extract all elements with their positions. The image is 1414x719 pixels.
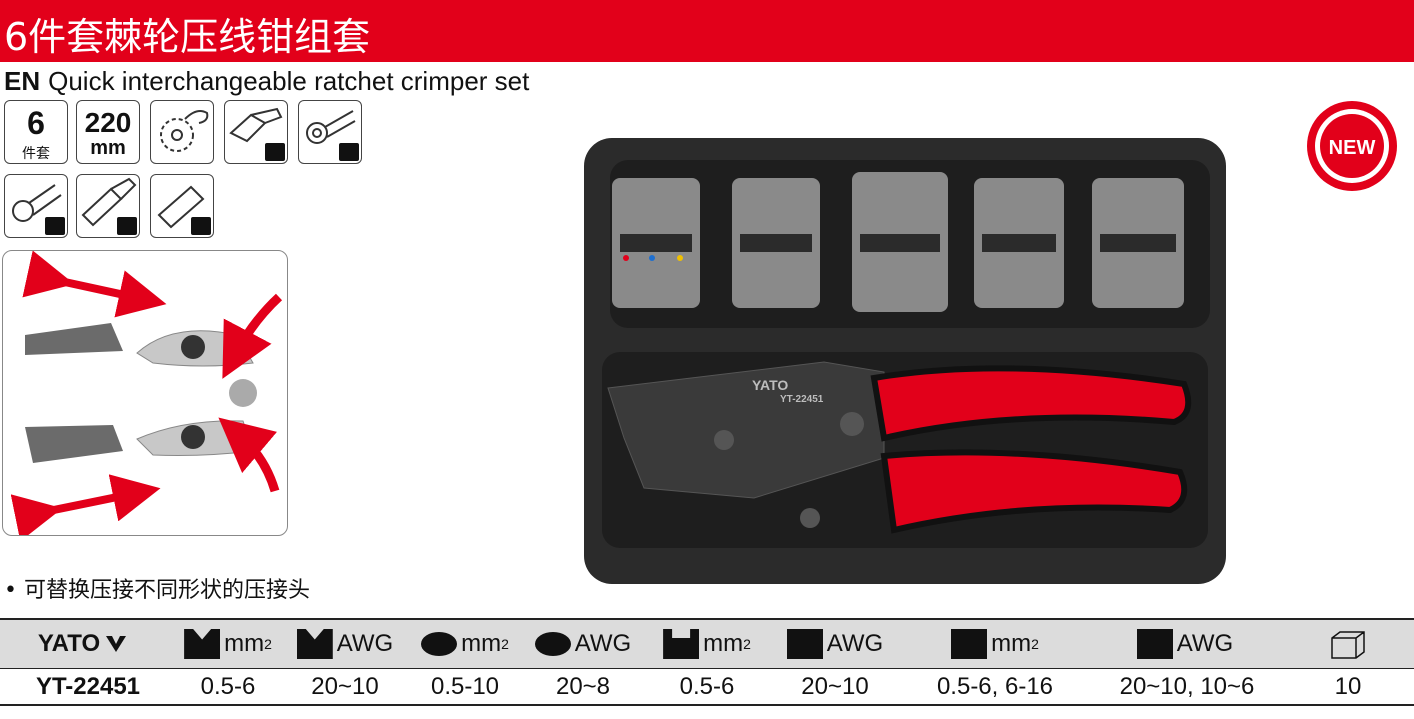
page-title: 6件套棘轮压线钳组套 (4, 15, 371, 59)
butt-connector-icon (150, 174, 214, 238)
title-bar: 6件套棘轮压线钳组套 (0, 0, 1414, 62)
length-unit: mm (90, 137, 126, 159)
value-cell: 0.5-6 (200, 673, 256, 700)
yato-logo-icon (106, 636, 127, 652)
length-tile: 220 mm (76, 100, 140, 164)
crimp-profile-a-icon (184, 629, 221, 659)
jaw-swap-diagram (2, 250, 288, 536)
crimp-profile-u-icon (117, 217, 137, 235)
case-model-label: YT-22451 (780, 394, 824, 405)
value-cell: 20~8 (555, 673, 611, 700)
crimp-profile-square-icon (191, 217, 211, 235)
value-cell: 0.5-6, 6-16 (936, 673, 1054, 700)
box-icon (1331, 631, 1365, 659)
flat-terminal-icon (224, 100, 288, 164)
ferrule-icon (76, 174, 140, 238)
set-count-unit: 件套 (22, 146, 50, 162)
ring-terminal-insulated-icon (4, 174, 68, 238)
header-col-6: AWG (780, 620, 890, 668)
header-col-9 (1320, 620, 1376, 668)
crimp-profile-u-icon (786, 629, 823, 659)
header-col-4: AWG (528, 620, 638, 668)
crimp-profile-square-icon (1136, 629, 1173, 659)
crimp-profile-u-icon (45, 217, 65, 235)
crimp-profile-a-icon (265, 143, 285, 161)
header-col-8: AWG (1128, 620, 1242, 668)
set-count: 6 (27, 105, 45, 141)
language-code: EN (4, 66, 41, 96)
feature-note: • 可替换压接不同形状的压接头 (4, 578, 310, 603)
value-cell: 0.5-6 (679, 673, 735, 700)
brand-text: YATO (37, 630, 101, 657)
ring-terminal-icon (298, 100, 362, 164)
model-cell: YT-22451 (35, 673, 141, 700)
value-cell: 20~10, 10~6 (1119, 673, 1255, 700)
case-brand-label: YATO (752, 377, 788, 393)
new-badge: NEW (1306, 100, 1398, 192)
crimp-profile-oval-icon (339, 143, 359, 161)
value-cell: 20~10 (801, 673, 869, 700)
crimp-profile-u-icon (663, 629, 700, 659)
value-cell: 0.5-10 (430, 673, 500, 700)
english-title: Quick interchangeable ratchet crimper se… (48, 66, 530, 96)
crimp-profile-square-icon (951, 629, 988, 659)
value-cell: 10 (1334, 673, 1362, 700)
crimp-profile-a-icon (296, 629, 333, 659)
crimp-profile-oval-icon (534, 632, 571, 656)
new-badge-label: NEW (1329, 137, 1376, 159)
header-col-2: AWG (290, 620, 400, 668)
brand-logo: YATO (18, 620, 148, 668)
length-value: 220 (84, 107, 132, 138)
ratchet-gear-icon (150, 100, 214, 164)
crimp-profile-oval-icon (421, 632, 458, 656)
set-count-tile: 6 件套 (4, 100, 68, 164)
value-cell: 20~10 (311, 673, 379, 700)
product-case-image: YATO YT-22451 (584, 138, 1226, 584)
